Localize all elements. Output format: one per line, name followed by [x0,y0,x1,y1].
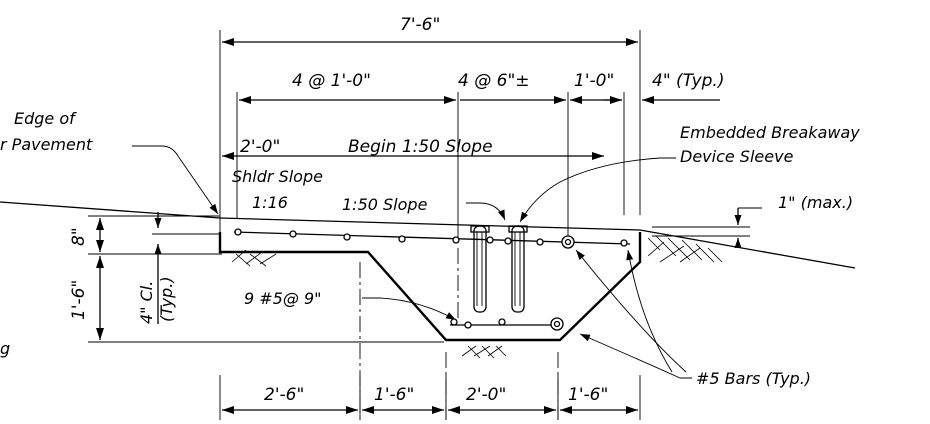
rebar-dot [620,239,628,247]
label-shldr-slope: Shldr Slope [232,167,323,186]
rebar-dot [343,233,351,241]
label-slope-1-50: 1:50 Slope [342,195,428,214]
rebar-large-core [564,238,572,246]
dim-left-verticals: 8" 1'-6" 4" Cl. (Typ.) g [0,212,444,358]
rebar-dot [289,230,297,238]
dim-4in-typ: 4" (Typ.) [652,71,724,91]
dim-slope-row: 2'-0" Begin 1:50 Slope Shldr Slope 1:16 … [222,137,604,221]
bottom-rebar: 9 #5@ 9" [244,289,564,331]
rebar-dot [504,237,512,245]
dim-4-at-6in: 4 @ 6"± [458,71,530,91]
dim-bottom-4: 1'-6" [568,385,608,405]
label-ratio-1-16: 1:16 [252,193,288,212]
label-pavement: r Pavement [0,135,93,154]
rebar-dot [536,238,544,246]
dim-bottom-row: 2'-6" 1'-6" 2'-0" 1'-6" [222,385,638,414]
top-rebar [233,228,631,249]
rebar-large-core [553,320,561,328]
rebar-dot [486,236,494,244]
dim-1ft: 1'-0" [574,71,614,91]
one-inch-max-callout: 1" (max.) [652,193,853,248]
dim-bottom-2: 1'-6" [374,385,414,405]
edge-of-pavement-callout: Edge of r Pavement [0,109,219,215]
breakaway-sleeves [470,225,528,313]
dim-2ft: 2'-0" [240,137,280,157]
rebar-dot [398,235,406,243]
label-clear-cover-typ: (Typ.) [157,276,176,322]
label-edge-of: Edge of [14,109,77,128]
label-breakaway: Embedded Breakaway [680,123,860,142]
breakaway-callout: Embedded Breakaway Device Sleeve [519,123,860,223]
rebar-dot [464,321,472,329]
dim-overall: 7'-6" [222,15,638,46]
dim-4-at-1ft: 4 @ 1'-0" [292,71,371,91]
label-rebar-spec: 9 #5@ 9" [244,289,321,308]
bars-typ-callout: #5 Bars (Typ.) [575,249,811,388]
label-bars-typ: #5 Bars (Typ.) [696,369,811,388]
extension-lines [219,30,641,420]
label-edge-letter: g [0,339,10,358]
dim-8in: 8" [69,227,89,246]
label-one-inch-max: 1" (max.) [778,193,853,212]
label-clear-cover: 4" Cl. [137,281,156,324]
dim-begin-slope: Begin 1:50 Slope [348,137,493,157]
rebar-dot [452,236,460,244]
center-lines [359,248,559,420]
label-device-sleeve: Device Sleeve [680,147,794,166]
rebar-dot [234,228,242,236]
ground-lines [0,201,856,359]
section-outline [218,232,642,342]
dim-overall-label: 7'-6" [400,15,440,35]
dim-spacing-row: 4 @ 1'-0" 4 @ 6"± 1'-0" 4" (Typ.) [239,71,724,104]
dim-1ft-6in: 1'-6" [69,280,89,320]
rebar-dot [498,318,506,326]
rebar-dot [450,318,458,326]
dim-bottom-1: 2'-6" [264,385,304,405]
dim-bottom-3: 2'-0" [466,385,506,405]
